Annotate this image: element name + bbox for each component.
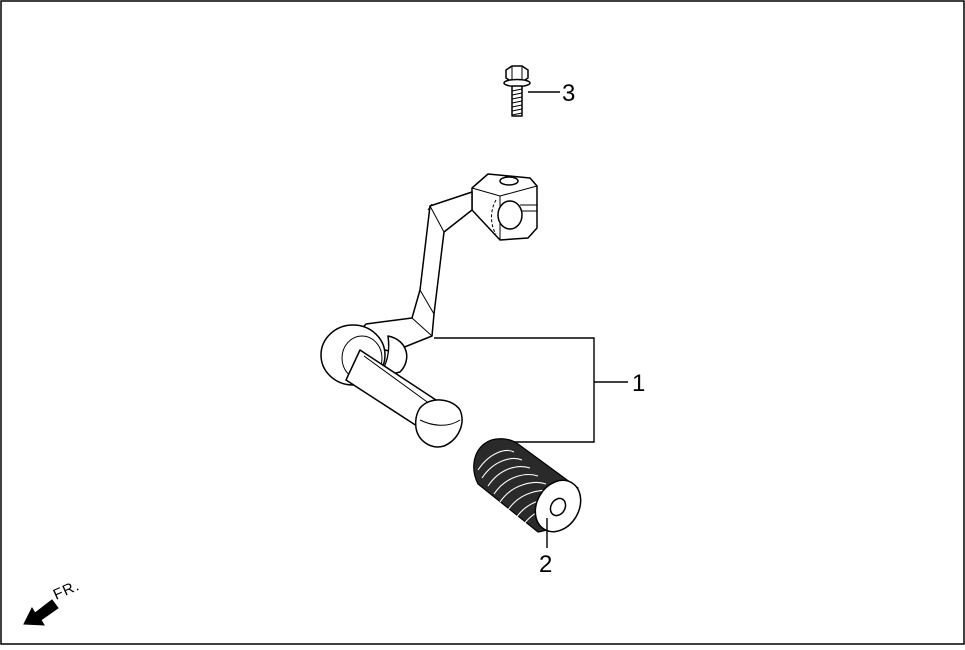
callout-1: 1	[632, 370, 645, 397]
part-bolt[interactable]	[503, 65, 531, 117]
front-direction-label: FR.	[51, 577, 83, 604]
front-direction-arrow-icon	[23, 599, 59, 626]
callout-3: 3	[562, 80, 575, 107]
part-shift-pedal[interactable]	[320, 173, 538, 448]
part-rubber-grip[interactable]	[473, 438, 590, 540]
leader-bracket-1	[434, 337, 628, 443]
callout-2: 2	[539, 551, 552, 578]
